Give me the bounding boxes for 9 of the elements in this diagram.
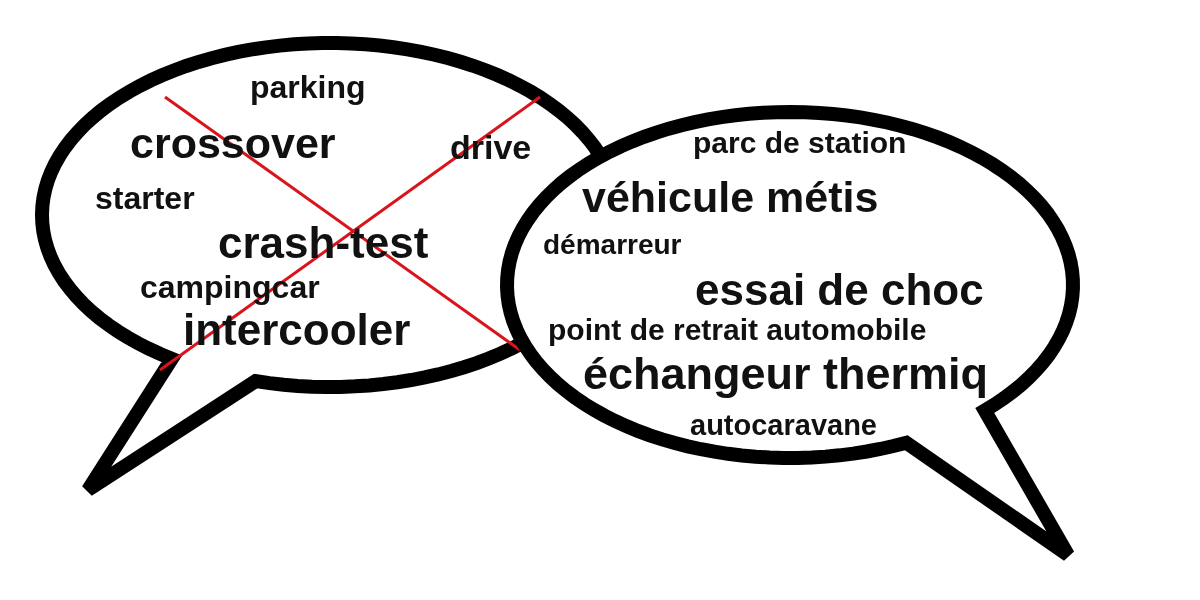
word-text: point de retrait automobile [548,315,927,345]
word-text: autocaravane [690,410,877,440]
word-text: essai de choc [695,268,984,312]
word-text: véhicule métis [582,175,879,219]
word-text: démarreur [543,231,682,259]
word-text: starter [95,182,195,214]
word-text: parking [250,71,366,103]
word-text: échangeur thermiq [583,350,989,396]
word-text: parc de station [693,128,907,158]
